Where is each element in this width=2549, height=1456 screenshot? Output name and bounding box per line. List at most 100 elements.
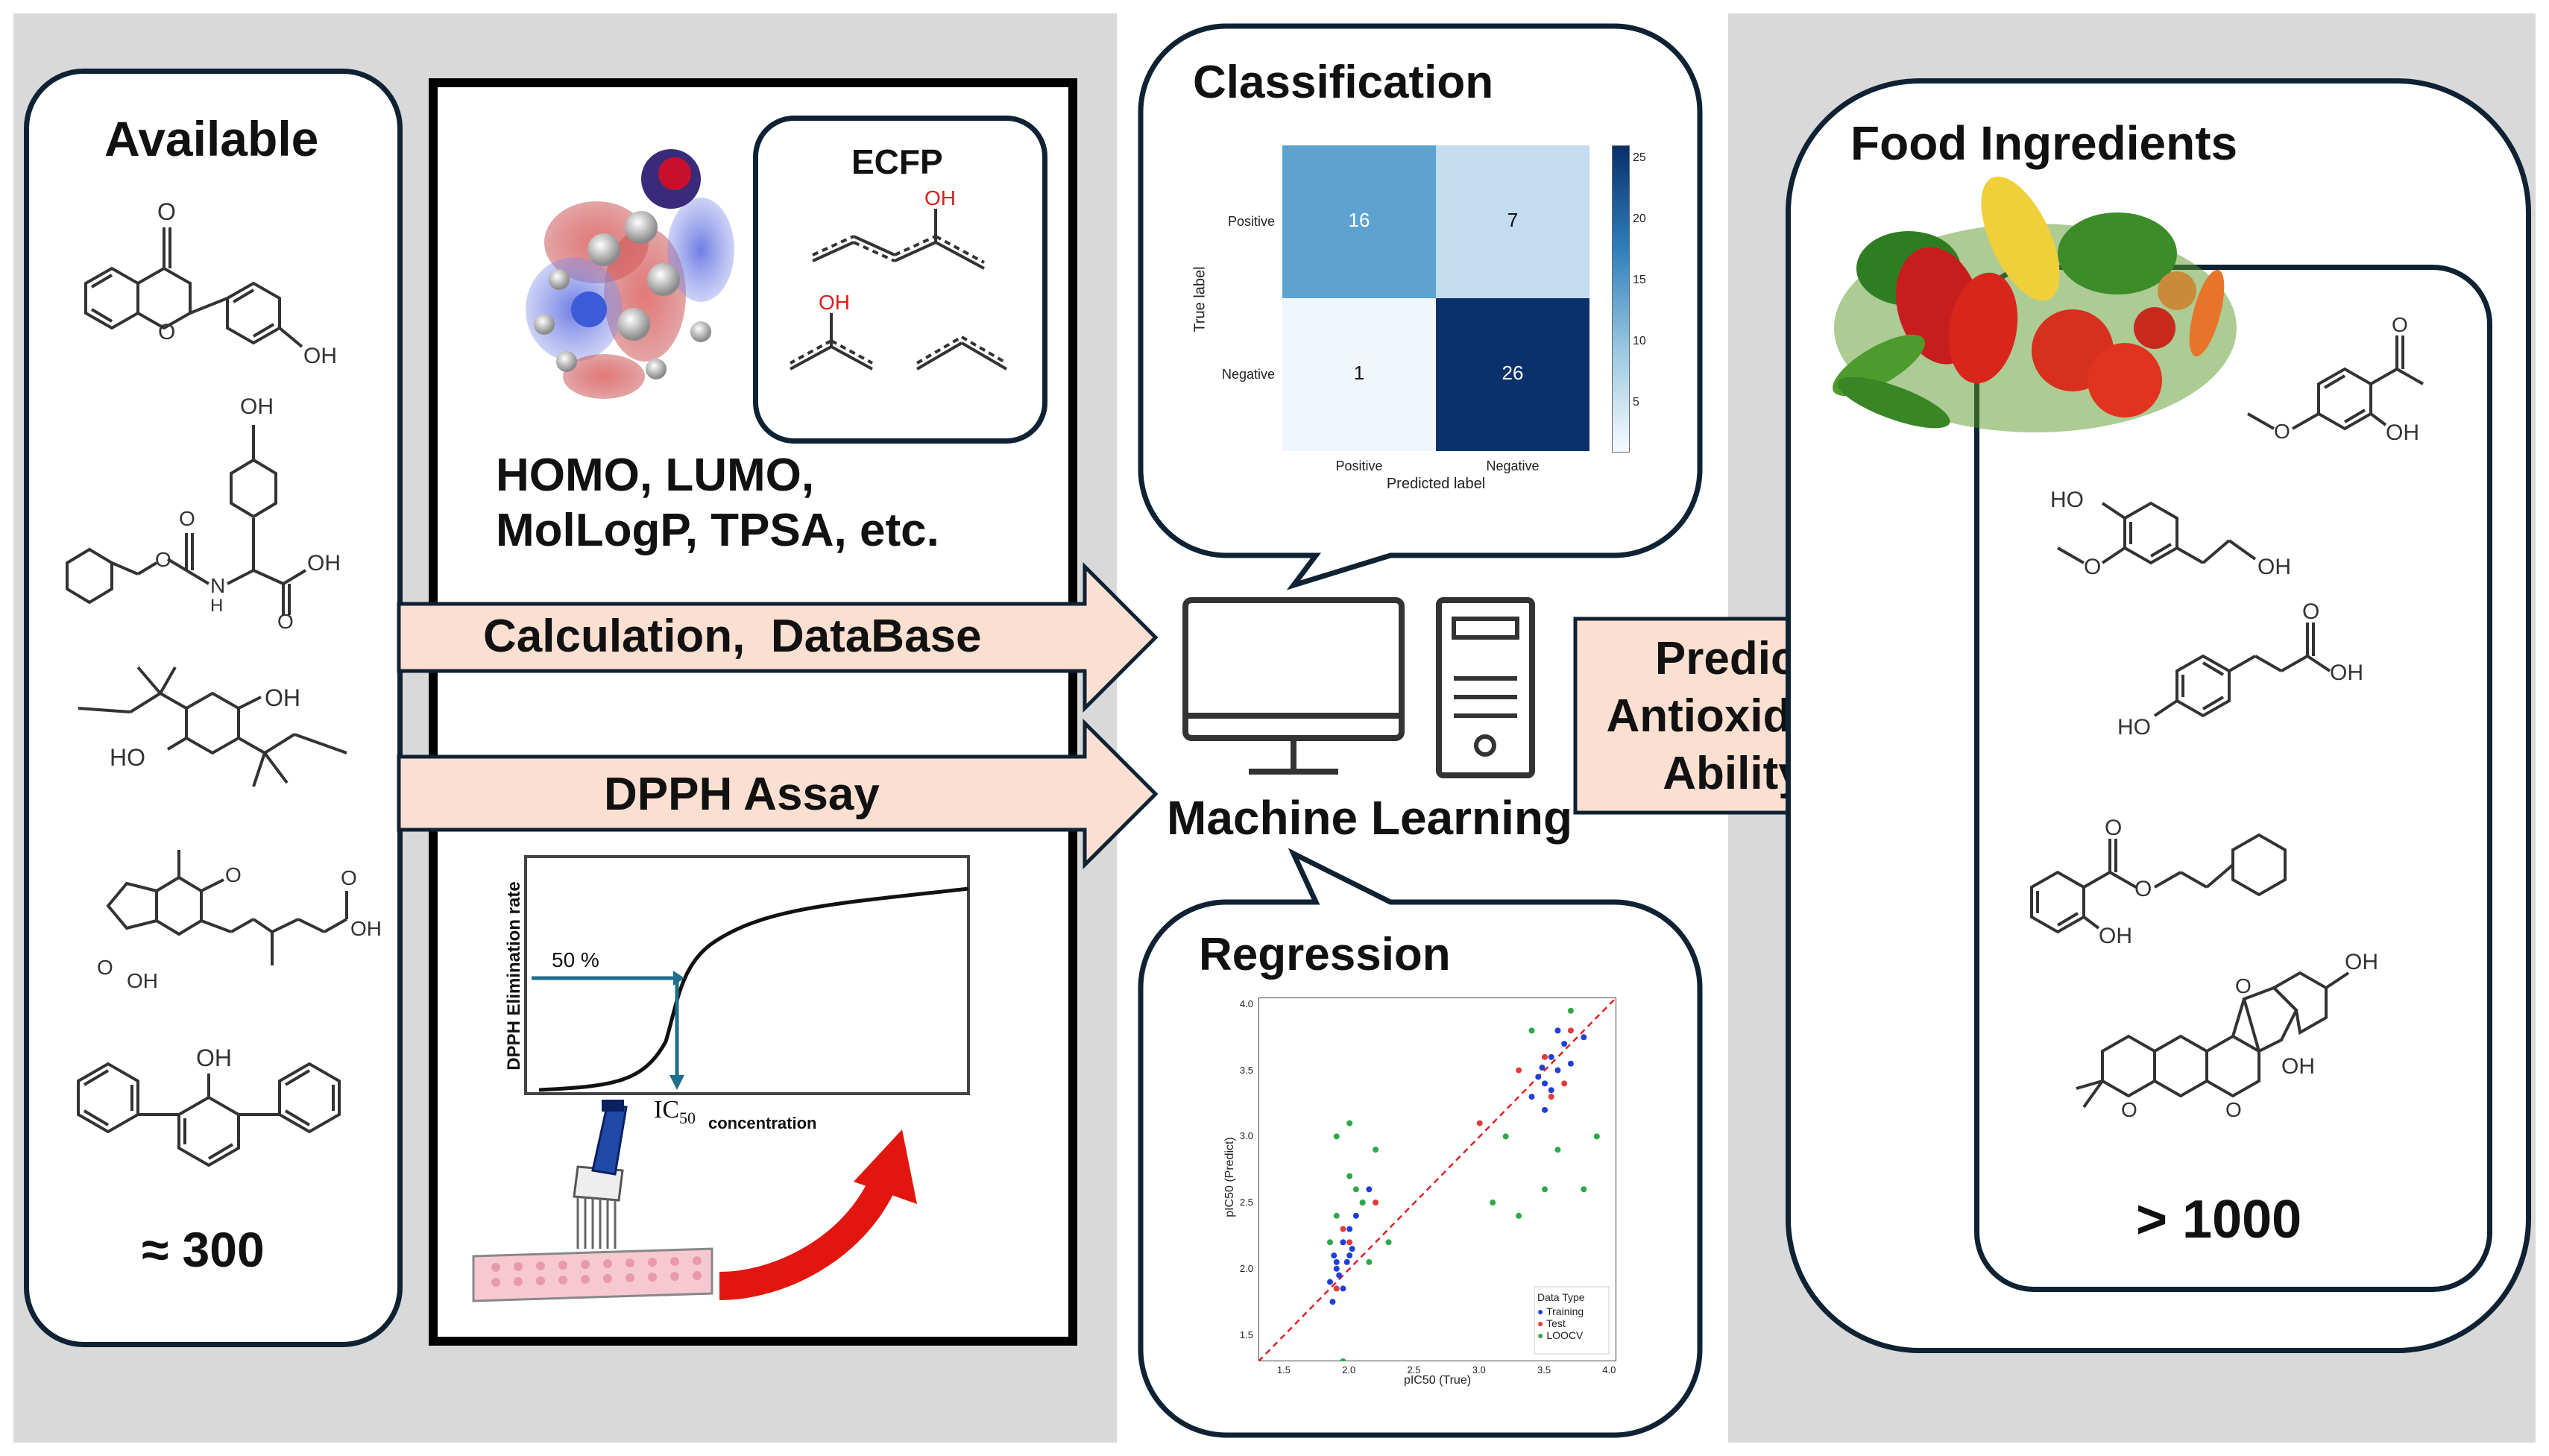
calculation-arrow	[397, 561, 1159, 713]
cm-col-label-negative: Negative	[1486, 458, 1540, 473]
molecule-phloretic-acid: O OH HO	[2102, 596, 2430, 746]
regression-ytick: 4.0	[1239, 998, 1253, 1009]
scatter-point-test	[1346, 1239, 1353, 1246]
cm-cell-np	[1282, 298, 1436, 451]
scatter-point-loocv	[1346, 1173, 1353, 1179]
svg-text:OH: OH	[240, 394, 274, 419]
cm-row-label-negative: Negative	[1221, 367, 1275, 382]
svg-text:OH: OH	[2386, 420, 2419, 445]
molecule-diphenylphenol: OH	[63, 1033, 362, 1189]
scatter-point-training	[1329, 1299, 1336, 1305]
dpph-ic50-label: IC50	[654, 1096, 696, 1128]
scatter-point-training	[1542, 1106, 1548, 1113]
legend-dot-test: ●	[1537, 1317, 1544, 1329]
scatter-point-training	[1548, 1087, 1554, 1094]
legend-item-test: ● Test	[1537, 1317, 1612, 1329]
cm-col-label-positive: Positive	[1335, 458, 1383, 473]
legend-title: Data Type	[1537, 1291, 1585, 1303]
scatter-point-loocv	[1567, 1007, 1574, 1014]
scatter-point-training	[1343, 1258, 1350, 1265]
svg-text:O: O	[2105, 816, 2122, 840]
cm-cell-pn	[1436, 145, 1589, 298]
cm-value-np: 1	[1353, 362, 1365, 384]
legend-dot-training: ●	[1537, 1305, 1544, 1317]
ecfp-oh-label-1: OH	[924, 186, 956, 209]
dpph-arrow	[397, 718, 1159, 870]
svg-text:OH: OH	[2345, 950, 2378, 974]
molecule-paeonol: O O OH	[2237, 313, 2445, 470]
scatter-point-training	[1340, 1285, 1346, 1292]
svg-text:O: O	[157, 198, 176, 225]
molecule-mycophenolic-acid: O O OH OH O	[45, 839, 388, 995]
predict-line3: Ability	[1663, 748, 1804, 799]
computer-tower-icon	[1435, 596, 1536, 779]
scatter-point-training	[1539, 1065, 1546, 1071]
regression-ytick: 3.5	[1239, 1064, 1253, 1076]
molecule-cbz-tyrosine: OH O O N H OH O	[45, 391, 373, 633]
scatter-point-test	[1373, 1200, 1379, 1206]
scatter-point-test	[1567, 1027, 1574, 1034]
dpph-curve	[524, 855, 970, 1095]
cm-colorbar-tick: 25	[1633, 151, 1646, 164]
scatter-point-training	[1535, 1074, 1542, 1080]
descriptor-line1: HOMO, LUMO,	[496, 450, 815, 501]
molecule-homovanillyl-alcohol: HO O OH	[2043, 477, 2326, 604]
scatter-point-test	[1340, 1226, 1346, 1232]
descriptor-line2: MolLogP, TPSA, etc.	[496, 505, 939, 556]
scatter-point-training	[1336, 1272, 1343, 1279]
svg-text:OH: OH	[127, 969, 158, 992]
scatter-point-training	[1567, 1060, 1574, 1067]
ecfp-oh-label-2: OH	[819, 291, 850, 314]
dpph-ylabel: DPPH Elimination rate	[504, 881, 524, 1071]
svg-text:O: O	[2274, 420, 2290, 443]
classification-title: Classification	[1193, 57, 1494, 108]
svg-text:O: O	[97, 956, 113, 979]
cm-value-nn: 26	[1502, 362, 1524, 384]
legend-dot-loocv: ●	[1537, 1329, 1544, 1341]
ecfp-title: ECFP	[851, 142, 943, 181]
scatter-point-loocv	[1346, 1120, 1353, 1126]
scatter-point-loocv	[1366, 1258, 1373, 1265]
svg-text:O: O	[158, 320, 175, 344]
svg-text:N: N	[210, 574, 225, 597]
scatter-point-test	[1476, 1120, 1483, 1126]
ecfp-fragments: OH OH	[768, 186, 1044, 425]
molecule-flavanone: O O OH	[71, 198, 369, 391]
regression-ytick: 3.0	[1239, 1130, 1253, 1142]
svg-text:OH: OH	[2099, 924, 2132, 948]
svg-text:O: O	[2134, 877, 2152, 901]
scatter-point-test	[1333, 1285, 1340, 1292]
svg-text:OH: OH	[2257, 555, 2291, 579]
scatter-point-loocv	[1373, 1147, 1379, 1153]
scatter-point-test	[1542, 1053, 1548, 1060]
legend-label-loocv: LOOCV	[1546, 1329, 1584, 1341]
scatter-point-training	[1333, 1258, 1340, 1265]
molecule-pterocarpan: OH OH O O O	[2058, 924, 2430, 1148]
scatter-point-loocv	[1333, 1133, 1340, 1140]
regression-xtick: 4.0	[1602, 1364, 1616, 1375]
scatter-point-loocv	[1359, 1200, 1366, 1206]
scatter-point-test	[1516, 1067, 1522, 1074]
molecule-hydroquinone: OH HO	[63, 652, 369, 831]
svg-text:O: O	[2121, 1098, 2137, 1121]
svg-text:O: O	[277, 610, 294, 633]
legend-item-loocv: ● LOOCV	[1537, 1329, 1612, 1341]
machine-learning-label: Machine Learning	[1167, 791, 1573, 845]
cm-cell-nn	[1436, 298, 1589, 451]
scatter-point-loocv	[1516, 1212, 1522, 1219]
computer-monitor-icon	[1182, 596, 1405, 779]
food-ingredients-count: > 1000	[2136, 1190, 2302, 1249]
scatter-point-training	[1333, 1265, 1340, 1272]
svg-text:OH: OH	[2281, 1054, 2315, 1079]
regression-xtick: 2.5	[1407, 1364, 1421, 1375]
cm-ylabel: True label	[1191, 266, 1209, 333]
cm-colorbar-tick: 15	[1633, 274, 1646, 286]
homo-orbital-image	[514, 138, 753, 421]
dpph-xlabel: concentration	[708, 1114, 817, 1132]
scatter-point-training	[1548, 1053, 1554, 1060]
food-molecules-inner-box	[1974, 265, 2492, 1292]
scatter-point-test	[1548, 1094, 1554, 1100]
dpph-plot-frame	[524, 855, 970, 1095]
svg-text:HO: HO	[2117, 715, 2151, 740]
scatter-point-loocv	[1554, 1147, 1561, 1153]
